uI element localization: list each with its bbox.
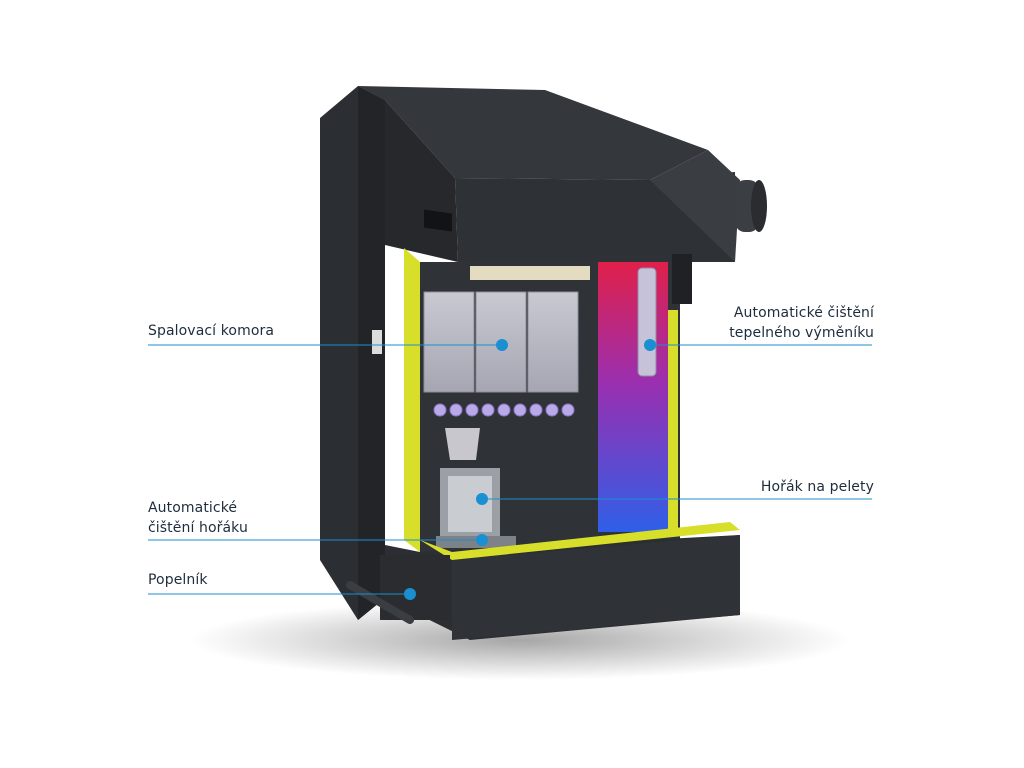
base-front-face [452, 535, 740, 640]
callout-heat-exchanger-cleaning-line-1: Automatické čištění [733, 305, 874, 321]
air-nozzles [433, 403, 575, 417]
callout-heat-exchanger-cleaning: Automatické čištění tepelného výměníku [729, 303, 874, 343]
pellet-chute [445, 428, 480, 460]
exchanger-cleaning-motor [672, 254, 692, 304]
callout-dots [404, 339, 656, 600]
base-yellow-edge [420, 522, 740, 560]
callout-heat-exchanger-cleaning-line-2: tepelného výměníku [729, 325, 874, 341]
pellet-burner [436, 468, 516, 548]
callout-combustion-chamber: Spalovací komora [148, 323, 275, 339]
frame-right [668, 310, 678, 530]
ash-pan-latch [372, 330, 382, 354]
callout-ash-pan: Popelník [148, 572, 208, 588]
ash-pan-handle [346, 581, 414, 624]
boiler-hood-face [455, 172, 735, 262]
flue-pipe-end [751, 180, 767, 232]
callout-lines [148, 344, 872, 595]
callout-burner-cleaning: Automatické čištění hořáku [148, 498, 248, 538]
heat-exchanger-flue [598, 262, 668, 532]
boiler-hood-side [650, 150, 740, 262]
heat-exchanger-tubes [637, 267, 657, 377]
control-display [424, 209, 452, 232]
boiler-top [358, 86, 708, 180]
callout-burner-cleaning-line-1: Automatické [148, 500, 238, 516]
callout-pellet-burner: Hořák na pelety [760, 479, 874, 495]
callout-burner-cleaning-line-2: čištění hořáku [148, 520, 248, 536]
frame-left [404, 248, 420, 552]
boiler-front-left-column [358, 86, 385, 620]
